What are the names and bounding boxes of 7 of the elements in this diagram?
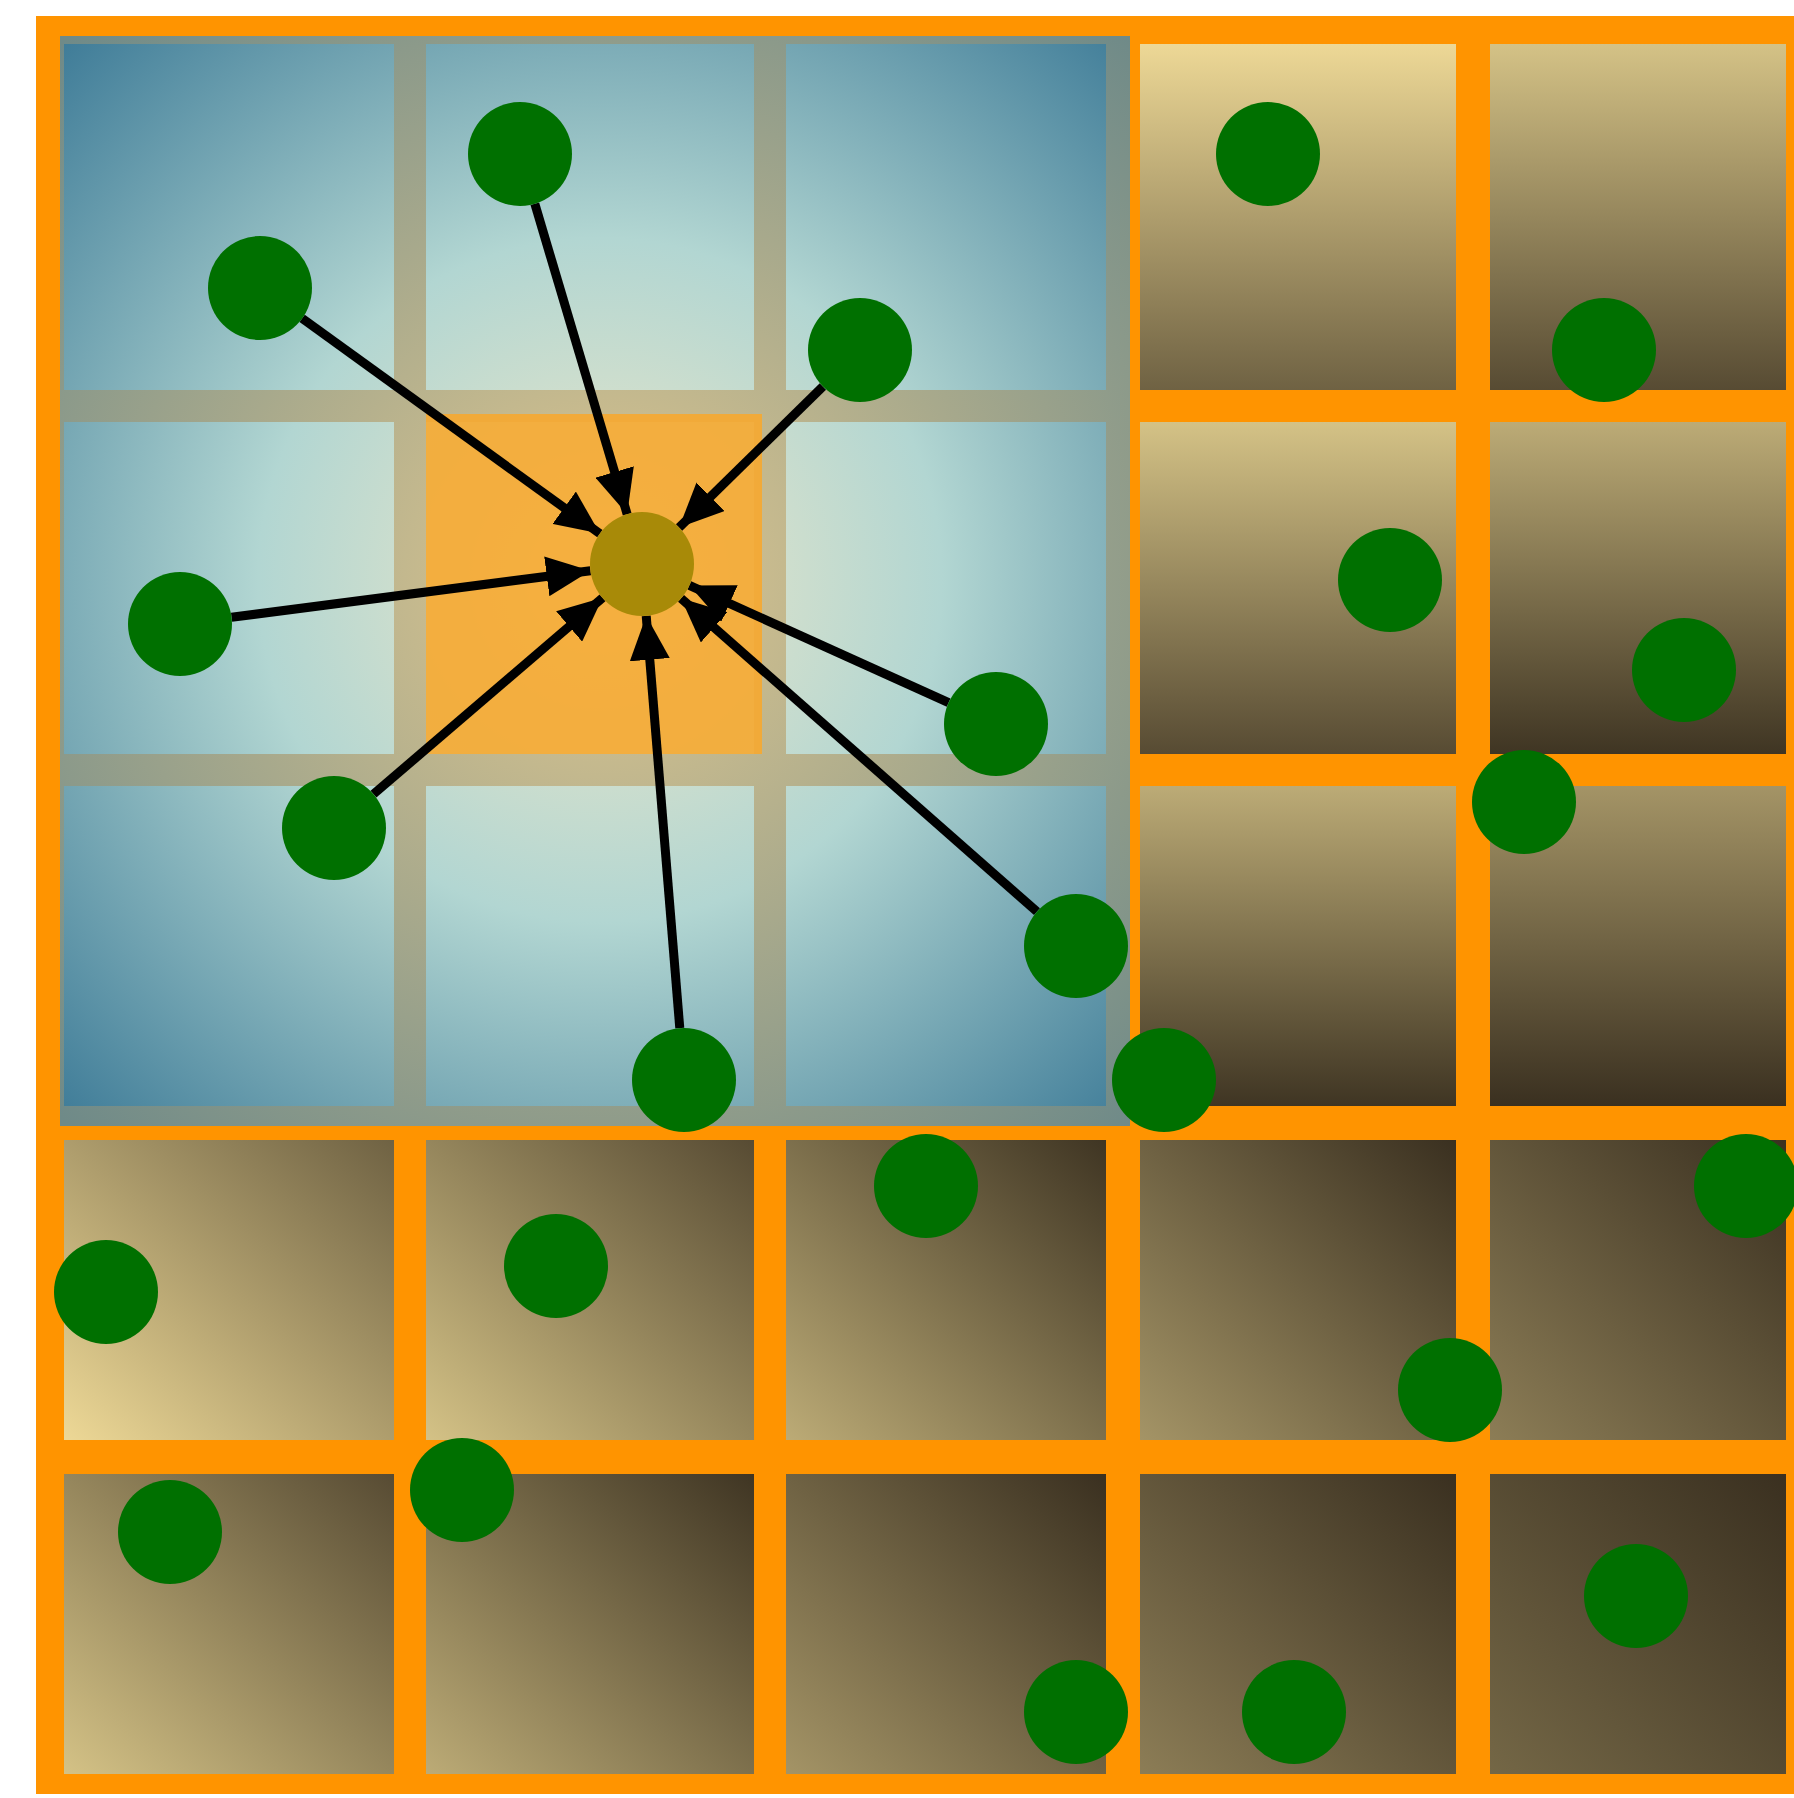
arrow (370, 594, 606, 798)
arrow (687, 581, 951, 707)
arrow (231, 556, 591, 622)
arrow (629, 615, 685, 1029)
arrow (678, 594, 1040, 916)
arrow (530, 202, 634, 516)
arrow (299, 314, 603, 538)
